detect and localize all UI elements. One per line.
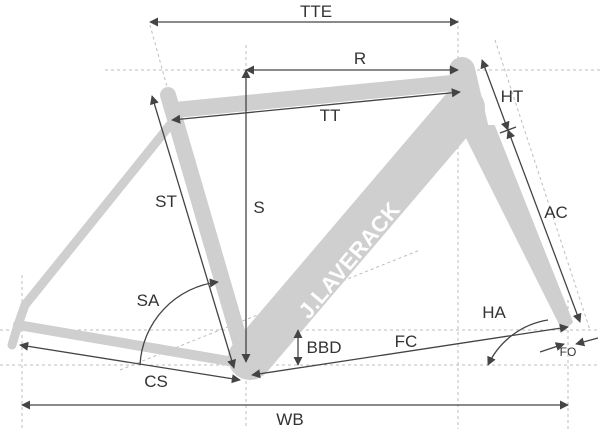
- label-ha: HA: [482, 303, 506, 322]
- label-bbd: BBD: [307, 338, 342, 357]
- chain-stay-tube: [13, 320, 251, 369]
- label-tt: TT: [320, 106, 341, 125]
- label-ac: AC: [544, 203, 568, 222]
- seat-stay-tube: [20, 120, 175, 310]
- label-cs: CS: [144, 372, 168, 391]
- label-fc: FC: [395, 332, 418, 351]
- label-st: ST: [155, 192, 177, 211]
- sa-angle-arc: [139, 278, 219, 366]
- seat-tube: [160, 87, 254, 370]
- fo-dimension-line: [539, 342, 565, 353]
- label-ht: HT: [501, 87, 524, 106]
- label-fo: FO: [560, 345, 577, 359]
- down-tube: [228, 86, 485, 380]
- label-sa: SA: [137, 291, 160, 310]
- fc-dimension-line: [251, 323, 569, 379]
- bicycle-frame: J.LAVERACK: [7, 57, 573, 380]
- label-stack: S: [253, 198, 264, 217]
- dimension-lines: [19, 17, 599, 410]
- label-wb: WB: [276, 410, 303, 429]
- ht-dimension-line: [480, 59, 510, 131]
- ha-angle-arc: [487, 319, 549, 366]
- label-reach: R: [354, 49, 366, 68]
- st-dimension-line: [150, 95, 236, 369]
- fork: [460, 125, 573, 331]
- cs-dimension-line: [19, 341, 241, 384]
- head-tube: [449, 57, 489, 143]
- dimension-labels: TTE R HT TT ST S AC SA BBD FC HA CS FO W…: [137, 2, 577, 429]
- rear-axle: [13, 320, 23, 330]
- ac-dimension-line: [506, 129, 582, 323]
- label-tte: TTE: [300, 2, 332, 21]
